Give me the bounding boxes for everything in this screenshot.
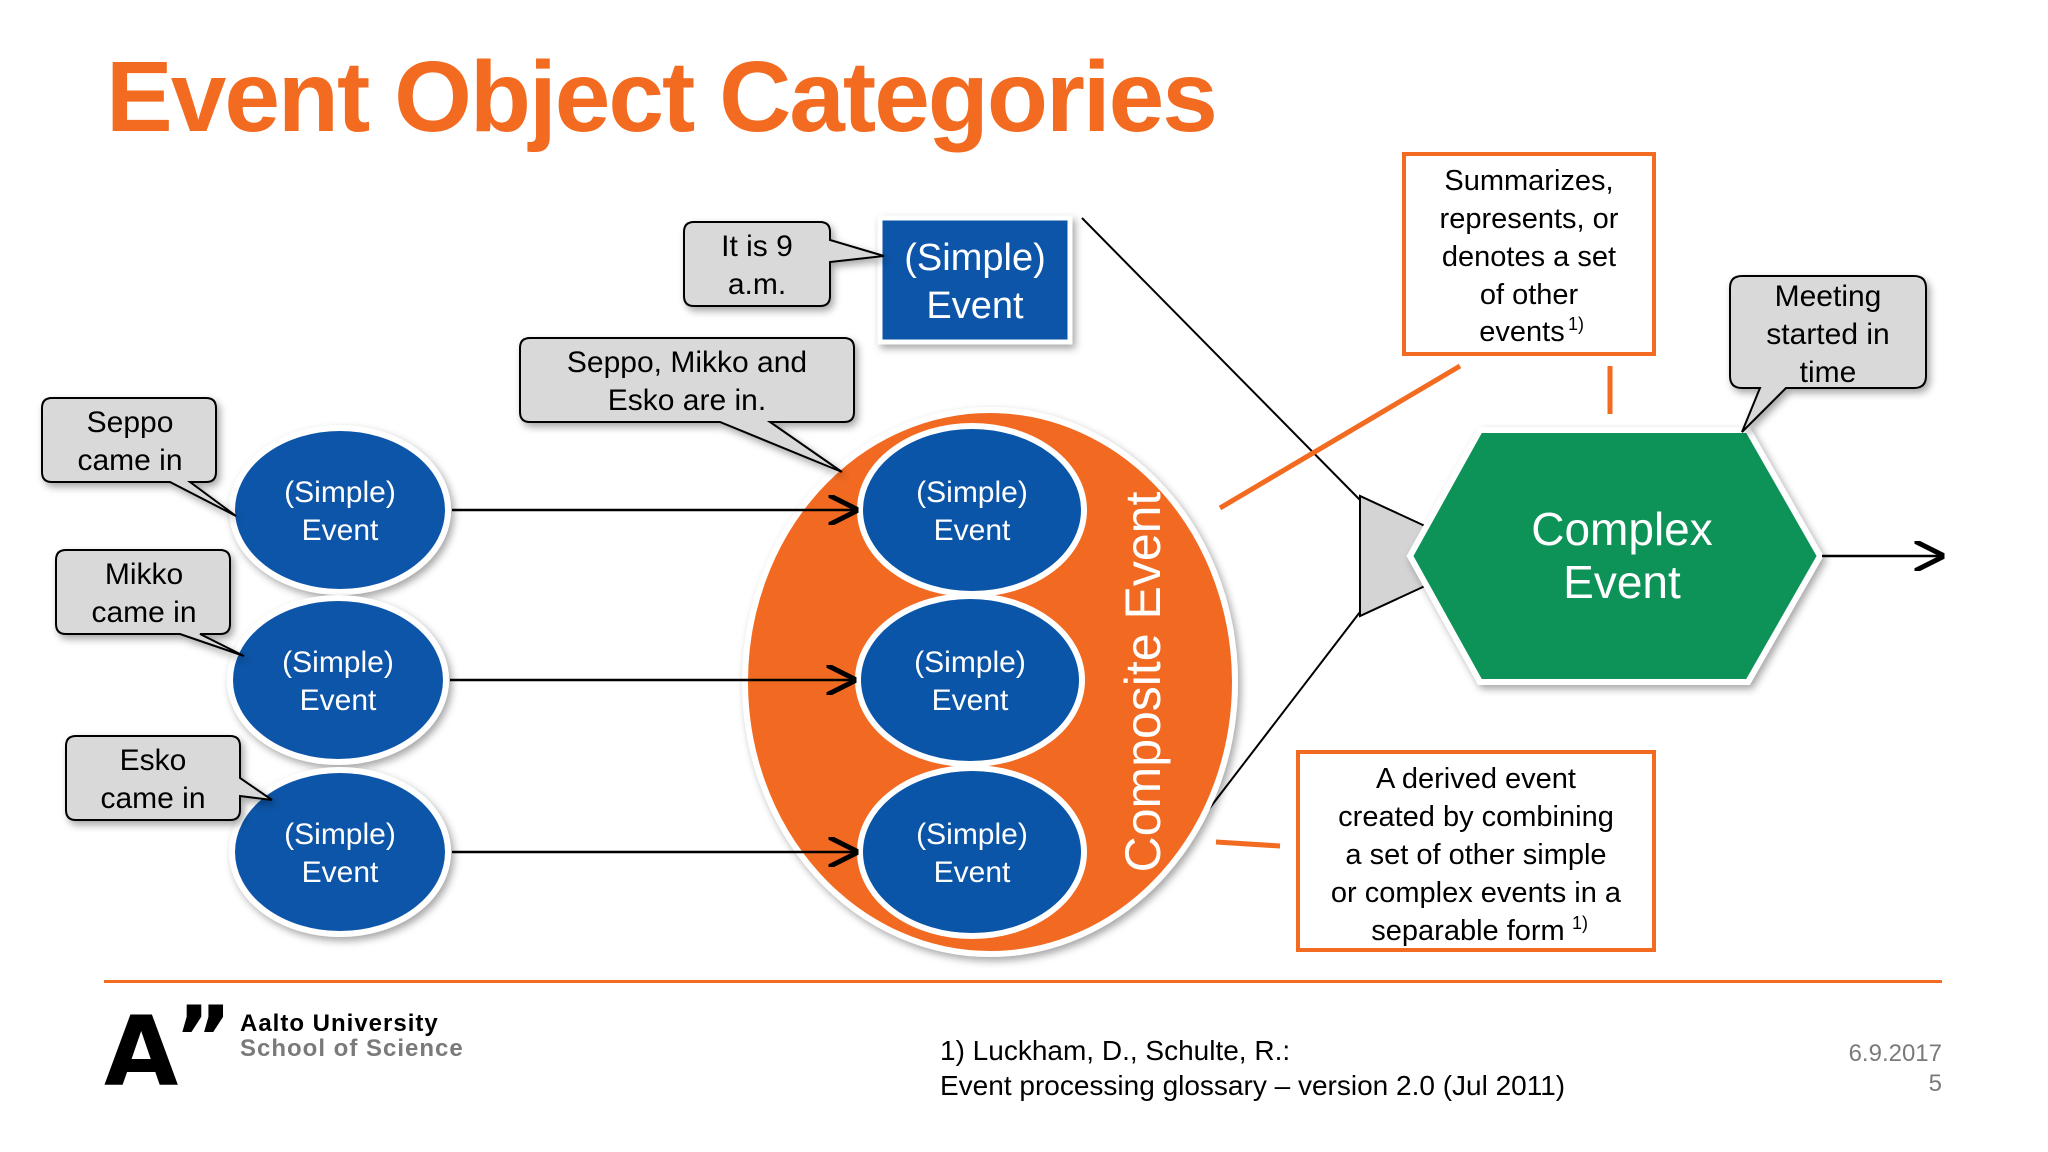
simple-event-esko: (Simple) Event xyxy=(229,767,451,937)
svg-text:Event: Event xyxy=(932,684,1009,717)
svg-text:Event: Event xyxy=(926,285,1024,327)
svg-text:came in: came in xyxy=(91,596,196,629)
callout-nine-am: It is 9 a.m. xyxy=(683,221,885,307)
svg-text:Esko: Esko xyxy=(120,744,187,777)
svg-text:Event: Event xyxy=(1563,556,1681,608)
svg-text:Event: Event xyxy=(934,856,1011,889)
complex-event-hexagon: Complex Event xyxy=(1406,427,1824,685)
svg-text:Seppo, Mikko and: Seppo, Mikko and xyxy=(567,346,807,379)
svg-text:Summarizes,: Summarizes, xyxy=(1444,165,1613,197)
callout-seppo: Seppo came in xyxy=(41,397,237,517)
callout-esko: Esko came in xyxy=(65,735,273,821)
svg-text:created by combining: created by combining xyxy=(1338,801,1614,833)
page-number: 5 xyxy=(1928,1070,1942,1097)
composite-member-event-3: (Simple) Event xyxy=(857,765,1087,939)
svg-text:Esko are in.: Esko are in. xyxy=(608,384,766,417)
definition-connector-complex-a xyxy=(1218,363,1462,511)
svg-text:a set of other simple: a set of other simple xyxy=(1345,839,1606,871)
svg-text:represents, or: represents, or xyxy=(1440,203,1619,235)
svg-text:Event: Event xyxy=(934,514,1011,547)
definition-connector-composite xyxy=(1215,839,1281,849)
definition-composite-event: A derived event created by combining a s… xyxy=(1296,750,1656,952)
callout-meeting: Meeting started in time xyxy=(1729,275,1927,433)
slide-date: 6.9.2017 xyxy=(1848,1040,1942,1067)
svg-text:Meeting: Meeting xyxy=(1775,280,1882,313)
reference-line-1: 1) Luckham, D., Schulte, R.: xyxy=(940,1035,1291,1066)
logo-letter: A xyxy=(104,996,179,1108)
svg-text:denotes a set: denotes a set xyxy=(1442,241,1616,273)
svg-text:A derived event: A derived event xyxy=(1376,763,1576,795)
slide-title: Event Object Categories xyxy=(106,41,1218,153)
reference-line-2: Event processing glossary – version 2.0 … xyxy=(940,1070,1566,1101)
svg-text:came in: came in xyxy=(77,444,182,477)
aalto-logo: A” xyxy=(104,995,236,1101)
svg-text:1): 1) xyxy=(1572,913,1588,933)
svg-text:of other: of other xyxy=(1480,279,1579,311)
svg-text:(Simple): (Simple) xyxy=(904,237,1045,279)
svg-text:Event: Event xyxy=(302,856,379,889)
svg-text:Mikko: Mikko xyxy=(105,558,183,591)
callout-mikko: Mikko came in xyxy=(55,549,245,657)
svg-text:time: time xyxy=(1800,356,1857,389)
simple-event-seppo: (Simple) Event xyxy=(229,425,451,595)
simple-event-time: (Simple) Event xyxy=(877,215,1073,345)
simple-event-mikko: (Simple) Event xyxy=(227,595,449,765)
svg-text:(Simple): (Simple) xyxy=(914,646,1026,679)
svg-text:It is 9: It is 9 xyxy=(721,230,793,263)
svg-text:(Simple): (Simple) xyxy=(284,818,396,851)
composite-member-event-1: (Simple) Event xyxy=(857,423,1087,597)
svg-text:started in: started in xyxy=(1766,318,1889,351)
svg-text:(Simple): (Simple) xyxy=(282,646,394,679)
logo-quotes: ” xyxy=(174,987,233,1090)
svg-text:(Simple): (Simple) xyxy=(916,818,1028,851)
svg-text:or complex events in a: or complex events in a xyxy=(1331,877,1622,909)
svg-text:(Simple): (Simple) xyxy=(916,476,1028,509)
composite-event-label: Composite Event xyxy=(1115,492,1171,873)
footer-divider xyxy=(104,980,1942,983)
svg-text:Event: Event xyxy=(302,514,379,547)
svg-text:a.m.: a.m. xyxy=(728,268,786,301)
svg-text:(Simple): (Simple) xyxy=(284,476,396,509)
svg-text:Event: Event xyxy=(300,684,377,717)
callout-all-in: Seppo, Mikko and Esko are in. xyxy=(519,337,855,473)
svg-text:Seppo: Seppo xyxy=(87,406,174,439)
composite-member-event-2: (Simple) Event xyxy=(855,593,1085,767)
svg-text:Complex: Complex xyxy=(1531,503,1713,555)
svg-text:1): 1) xyxy=(1568,314,1584,334)
svg-text:events: events xyxy=(1479,316,1564,348)
definition-complex-event: Summarizes, represents, or denotes a set… xyxy=(1402,152,1656,356)
university-name: Aalto University xyxy=(240,1010,439,1037)
svg-text:separable form: separable form xyxy=(1371,915,1564,947)
svg-text:came in: came in xyxy=(100,782,205,815)
school-name: School of Science xyxy=(240,1035,464,1062)
